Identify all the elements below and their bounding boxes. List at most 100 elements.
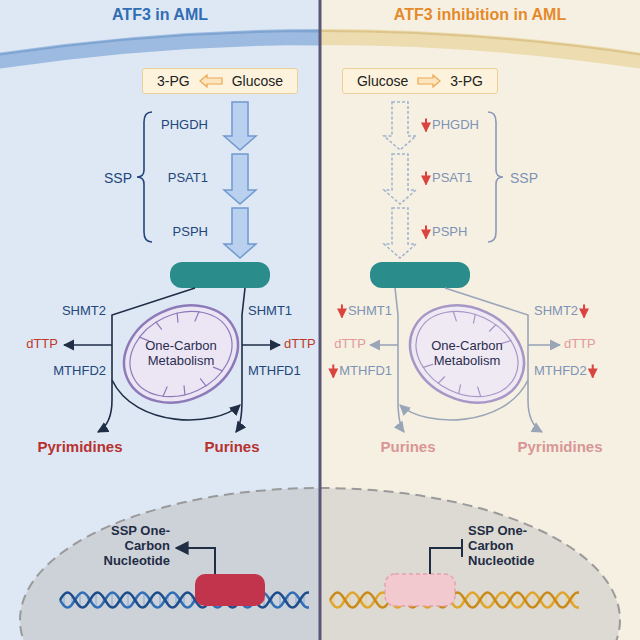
flux-arrow: [236, 288, 245, 432]
product-name: Purines: [380, 438, 435, 455]
metabolite-name: dTTP: [334, 337, 366, 352]
dna-rung: [381, 592, 382, 608]
dna-rung: [485, 592, 486, 607]
crista: [450, 311, 459, 320]
conversion-arrow: [416, 74, 442, 88]
decrease-arrow: [583, 304, 585, 317]
flux-arrow: [370, 344, 398, 346]
pathway-arrow: [384, 102, 416, 150]
flux-arrow: [64, 344, 112, 346]
inner-membrane: [402, 295, 532, 412]
enzyme-name: SHMT2: [62, 304, 106, 319]
enzyme-name: MTHFD1: [248, 364, 301, 379]
crista: [475, 387, 484, 396]
metabolite-name: 3-PG: [450, 73, 483, 89]
metabolite-name: dTTP: [26, 337, 58, 352]
pathway-name: SSP: [510, 170, 538, 186]
outer-membrane: [108, 287, 254, 420]
conversion-arrow: [418, 75, 440, 87]
metabolite-name: Glucose: [357, 73, 408, 89]
pathway-arrow: [384, 154, 416, 204]
enzyme-name: PSAT1: [432, 171, 472, 186]
enzyme-name: PHGDH: [161, 118, 208, 133]
dna-strand: [60, 592, 309, 607]
crista: [472, 314, 477, 323]
metabolite-name: Glucose: [232, 73, 283, 89]
product-name: Pyrimidines: [517, 438, 602, 455]
crista: [489, 324, 495, 333]
pathway-name: SSP: [104, 170, 132, 186]
mitochondrion-outline: [108, 287, 254, 420]
flux-arrow: [395, 288, 404, 432]
bracket: [488, 112, 503, 242]
gene-program: SSP One-Carbon Nucleotide: [468, 524, 554, 569]
dna-rung: [143, 592, 144, 607]
panel-heading: ATF3 in AML: [0, 0, 320, 24]
crista: [181, 386, 187, 395]
dna-rung: [111, 592, 112, 608]
pathway-arrow: [384, 208, 416, 258]
panel-heading: ATF3 inhibition in AML: [320, 0, 640, 24]
decrease-arrow: [425, 171, 427, 184]
transporter: [370, 262, 470, 288]
cell-membrane: [0, 37, 320, 62]
enzyme-name: PSAT1: [168, 171, 208, 186]
bracket: [137, 112, 152, 242]
pathway-name: One-Carbon Metabolism: [422, 339, 512, 369]
flux-arrow: [242, 344, 280, 346]
pathway-arrow: [224, 102, 256, 150]
metabolite-box: 3-PG Glucose: [142, 68, 298, 94]
conversion-arrow: [200, 75, 222, 87]
dna-rung: [533, 592, 534, 607]
enzyme-name: PSPH: [432, 225, 467, 240]
crista: [438, 376, 444, 385]
crista: [160, 387, 170, 396]
enzyme-name: SHMT1: [248, 304, 292, 319]
nucleus: [320, 488, 620, 640]
enzyme-name: SHMT2: [534, 304, 578, 319]
mitochondrion: One-Carbon Metabolism: [404, 300, 530, 408]
mitochondrion: One-Carbon Metabolism: [118, 300, 244, 408]
metabolite-box: Glucose 3-PG: [342, 68, 498, 94]
dna-rung: [365, 592, 366, 607]
pathway-arrow: [224, 208, 256, 258]
product-name: Purines: [204, 438, 259, 455]
dna-rung: [517, 592, 518, 608]
atf3-factor: [385, 574, 455, 606]
cell-membrane: [320, 37, 640, 62]
enzyme-name: MTHFD1: [339, 364, 392, 379]
crista: [457, 385, 462, 394]
membrane-line: [320, 31, 640, 56]
gene-program: SSP One-Carbon Nucleotide: [84, 524, 170, 569]
crista: [200, 378, 205, 387]
enzyme-name: PHGDH: [432, 118, 479, 133]
enzyme-name: MTHFD2: [53, 364, 106, 379]
enzyme-name: MTHFD2: [534, 364, 587, 379]
product-name: Pyrimidines: [37, 438, 122, 455]
dna-rung: [95, 592, 96, 607]
dna-rung: [501, 592, 502, 608]
conversion-arrow: [198, 74, 224, 88]
decrease-arrow: [332, 364, 334, 377]
dna-strand: [60, 593, 309, 608]
inhibition-bar: [430, 539, 462, 574]
enzyme-name: SHMT1: [348, 304, 392, 319]
dna-rung: [127, 592, 128, 608]
pathway-name: One-Carbon Metabolism: [136, 339, 226, 369]
atf3-factor: [195, 574, 265, 606]
mitochondrion-outline: [394, 287, 540, 420]
crista: [174, 313, 180, 322]
crista: [156, 321, 161, 330]
crista: [423, 361, 433, 370]
decrease-arrow: [425, 118, 427, 131]
outer-membrane: [394, 287, 540, 420]
metabolite-name: 3-PG: [157, 73, 190, 89]
decrease-arrow: [425, 225, 427, 238]
transporter: [170, 262, 270, 288]
pathway-arrow: [224, 154, 256, 204]
enzyme-name: PSPH: [173, 225, 208, 240]
